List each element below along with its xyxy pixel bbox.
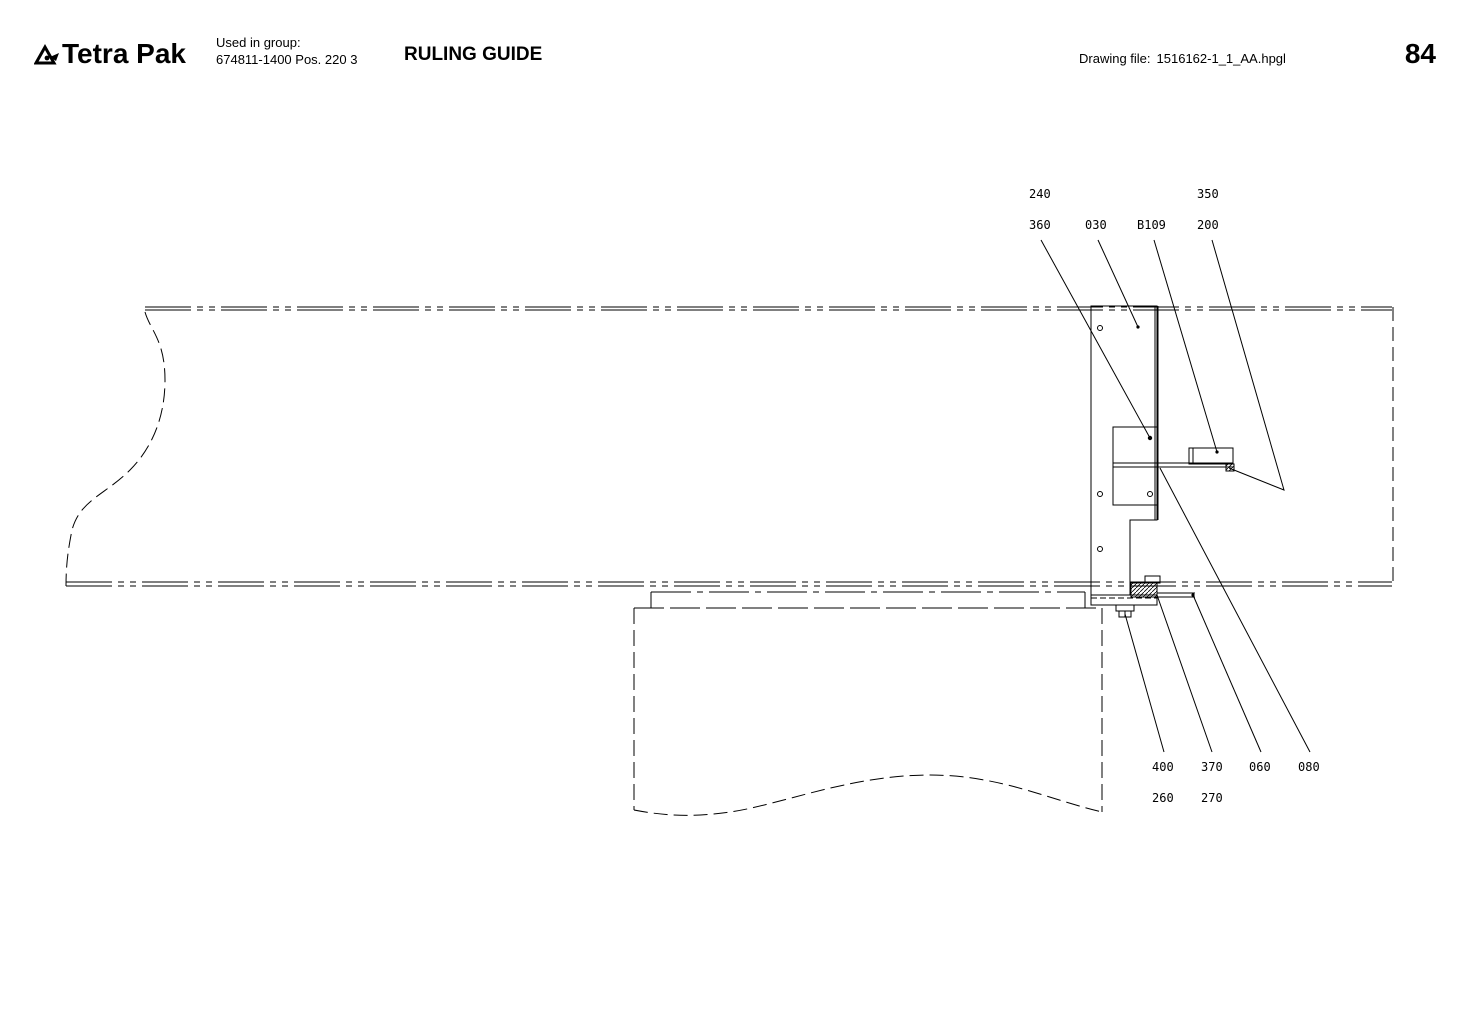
tetra-pak-logo-icon (34, 43, 59, 65)
callout-b109: B109 (1137, 218, 1166, 232)
callout-400: 400 (1152, 760, 1174, 774)
drawing-file-label: Drawing file: (1079, 51, 1151, 66)
drawing-header: Tetra Pak Used in group: 674811-1400 Pos… (0, 0, 1462, 100)
upper-guide-outline (65, 306, 1394, 587)
page-title: RULING GUIDE (404, 44, 543, 65)
callout-labels: 240 350 360 030 B109 200 400 370 060 080… (1029, 187, 1320, 805)
used-in-group-value: 674811-1400 Pos. 220 3 (216, 52, 358, 67)
callout-270: 270 (1201, 791, 1223, 805)
drawing-file-value: 1516162-1_1_AA.hpgl (1156, 51, 1286, 66)
callout-200: 200 (1197, 218, 1219, 232)
lower-section-outline (633, 591, 1103, 816)
drawing-file: Drawing file: 1516162-1_1_AA.hpgl (1079, 51, 1286, 66)
callout-260: 260 (1152, 791, 1174, 805)
callout-080: 080 (1298, 760, 1320, 774)
callout-030: 030 (1085, 218, 1107, 232)
bracket-assembly (1090, 305, 1235, 618)
callout-060: 060 (1249, 760, 1271, 774)
callout-370: 370 (1201, 760, 1223, 774)
used-in-group-label: Used in group: (216, 35, 301, 50)
brand-name: Tetra Pak (62, 38, 186, 69)
used-in-group: Used in group: 674811-1400 Pos. 220 3 (216, 34, 357, 68)
leader-lines (1040, 239, 1311, 753)
page-number: 84 (1404, 38, 1436, 69)
callout-350: 350 (1197, 187, 1219, 201)
callout-240: 240 (1029, 187, 1051, 201)
callout-360: 360 (1029, 218, 1051, 232)
brand-logo: Tetra Pak (34, 38, 186, 70)
leader-dots (1136, 325, 1219, 597)
